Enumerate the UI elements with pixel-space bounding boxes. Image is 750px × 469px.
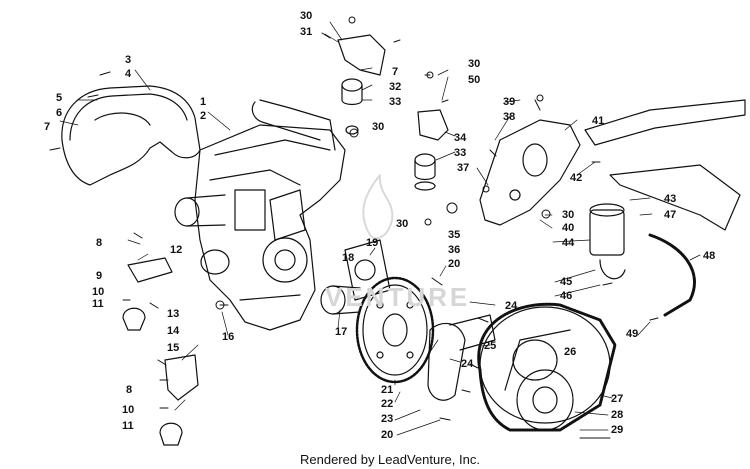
callout-34: 34 (454, 132, 467, 144)
callout-25: 25 (484, 340, 497, 352)
callout-10: 10 (92, 286, 105, 298)
callout-17: 17 (335, 326, 348, 338)
callout-44: 44 (562, 237, 575, 249)
callout-3: 3 (125, 54, 132, 66)
callout-20a: 20 (448, 258, 461, 270)
callout-28: 28 (611, 409, 624, 421)
callout-49: 49 (626, 328, 639, 340)
callout-13: 13 (167, 308, 180, 320)
callout-37: 37 (457, 162, 470, 174)
callout-7: 7 (44, 121, 51, 133)
callout-32: 32 (389, 81, 402, 93)
callout-30c: 30 (468, 58, 481, 70)
callout-45: 45 (560, 276, 573, 288)
credit-text: Rendered by LeadVenture, Inc. (300, 452, 480, 467)
fuel-line (648, 233, 696, 317)
primary-clutch (477, 302, 617, 432)
callout-15: 15 (167, 342, 180, 354)
callout-30d: 30 (396, 218, 409, 230)
callout-38: 38 (503, 111, 516, 123)
engine-block (194, 99, 346, 331)
watermark-text: VENTURE (325, 282, 471, 312)
callout-36: 36 (448, 244, 461, 256)
callout-14: 14 (167, 325, 180, 337)
center-mount (414, 109, 449, 191)
support-bracket (479, 119, 581, 226)
callout-47: 47 (664, 209, 677, 221)
callout-30a: 30 (300, 10, 313, 22)
callout-33b: 33 (454, 147, 467, 159)
leader-lines (59, 21, 701, 436)
callout-8b: 8 (126, 384, 133, 396)
callout-11b: 11 (122, 420, 134, 432)
callout-24b: 24 (461, 358, 474, 370)
callout-23: 23 (381, 413, 394, 425)
callout-29: 29 (611, 424, 624, 436)
callout-30e: 30 (562, 209, 575, 221)
callout-40: 40 (562, 222, 575, 234)
callout-43: 43 (664, 193, 677, 205)
callout-30b: 30 (372, 121, 385, 133)
carburetors (174, 194, 230, 275)
callout-41: 41 (592, 115, 605, 127)
callout-20b: 20 (381, 429, 394, 441)
callout-9: 9 (96, 270, 103, 282)
callout-18: 18 (342, 252, 355, 264)
callout-8: 8 (96, 237, 103, 249)
callout-26: 26 (564, 346, 577, 358)
callout-50: 50 (468, 74, 481, 86)
callout-11: 11 (92, 298, 104, 310)
callout-1: 1 (200, 96, 207, 108)
callout-6: 6 (56, 107, 63, 119)
callout-22: 22 (381, 398, 394, 410)
callout-48: 48 (703, 250, 716, 262)
callout-27: 27 (611, 393, 624, 405)
belt-guard (61, 85, 201, 186)
callout-35: 35 (448, 229, 461, 241)
callout-5: 5 (56, 92, 63, 104)
drive-hub (320, 239, 391, 315)
engine-mounts (122, 257, 199, 446)
frame-rail (584, 99, 746, 231)
top-mount (337, 34, 386, 135)
fasteners (49, 16, 659, 439)
callout-46: 46 (560, 290, 573, 302)
callout-10b: 10 (122, 404, 135, 416)
fuel-filter (589, 203, 626, 280)
callout-24a: 24 (505, 300, 518, 312)
callout-4: 4 (125, 68, 132, 80)
adapter-plate (427, 314, 496, 401)
callout-21: 21 (381, 384, 394, 396)
callout-31: 31 (300, 26, 313, 38)
callout-19: 19 (366, 237, 379, 249)
callout-39: 39 (503, 96, 516, 108)
callout-42: 42 (570, 172, 583, 184)
callout-16: 16 (222, 331, 235, 343)
callout-12: 12 (170, 244, 183, 256)
watermark-flame (362, 174, 394, 240)
callout-2: 2 (200, 110, 207, 122)
callout-33a: 33 (389, 96, 402, 108)
callout-7b: 7 (392, 66, 399, 78)
